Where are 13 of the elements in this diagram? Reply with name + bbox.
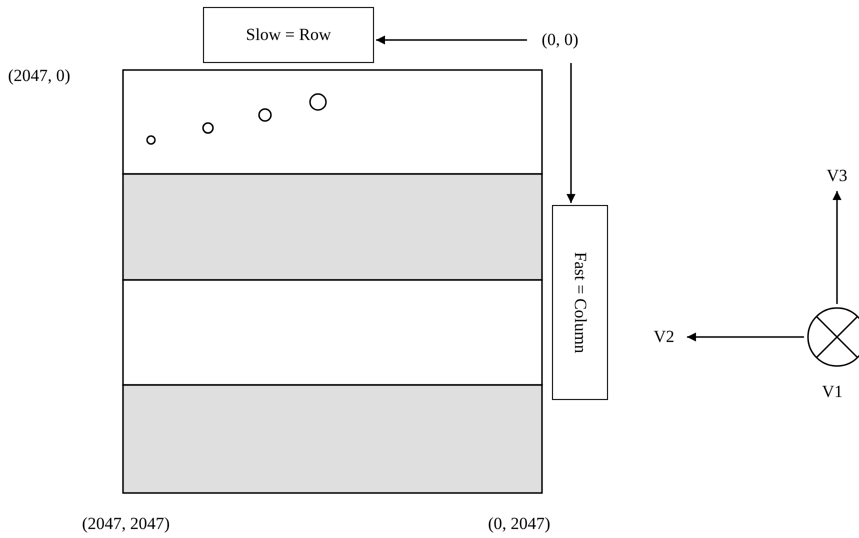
arrow (832, 191, 842, 304)
coordinate-label: (2047, 0) (8, 67, 70, 84)
coordinate-label: (2047, 2047) (82, 515, 170, 532)
axis-label: V1 (822, 383, 843, 400)
label-box: Fast = Column (552, 205, 608, 400)
label-box: Slow = Row (203, 7, 374, 63)
axis-label: V2 (654, 327, 674, 347)
arrow (687, 332, 804, 342)
coordinate-label: (0, 0) (542, 30, 578, 50)
arrow (566, 63, 576, 203)
coordinate-label: (0, 2047) (488, 515, 550, 532)
arrow (376, 36, 527, 44)
axis-label: V3 (826, 166, 848, 186)
